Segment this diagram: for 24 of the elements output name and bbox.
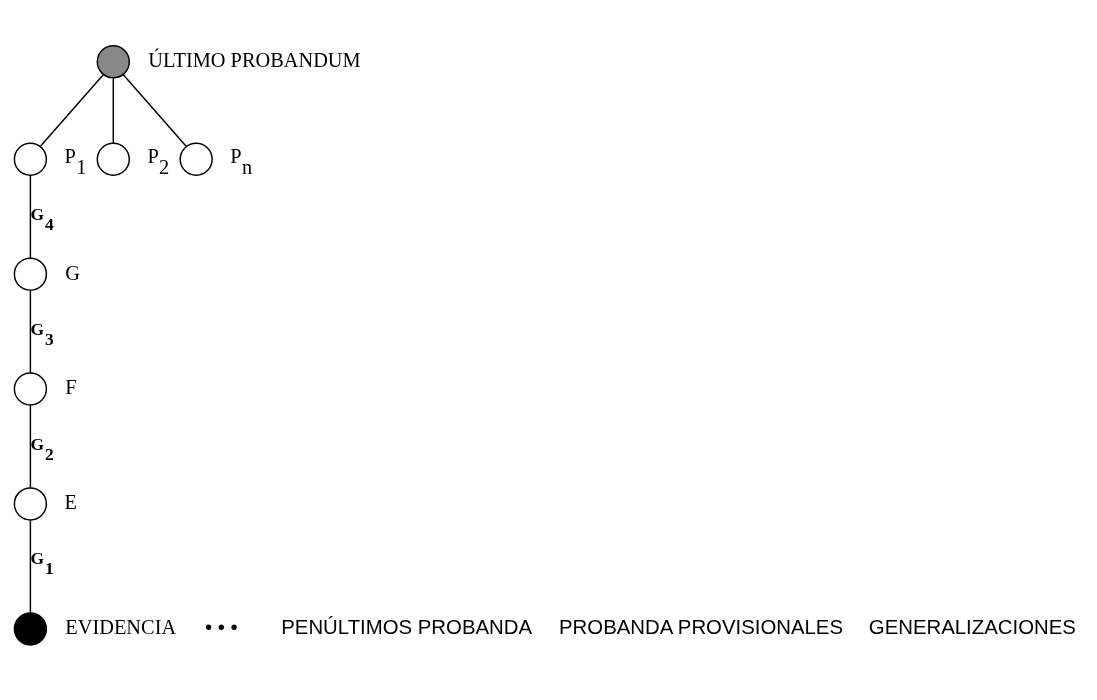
connector [112,77,114,144]
node-label: G [65,261,80,284]
connector [39,73,105,147]
node-circle [13,256,48,291]
node-circle [13,611,48,646]
node-circle [96,142,130,176]
node-label: F [65,375,77,398]
node-label: E [64,490,78,513]
label: • • • [204,615,238,638]
label: PROBANDA PROVISIONALES [559,615,844,638]
node-circle [13,486,48,521]
label: GENERALIZACIONES [868,615,1076,638]
connector [29,289,32,374]
node-label: EVIDENCIA [65,615,177,638]
node-circle [96,44,130,79]
connector [29,518,32,613]
node-circle [13,371,48,406]
connector [122,73,188,147]
connector [29,174,32,259]
node-circle [13,142,48,176]
node-label: ÚLTIMO PROBANDUM [148,48,361,71]
node-circle [179,142,213,176]
connector [29,404,32,489]
label: PENÚLTIMOS PROBANDA [281,615,533,638]
